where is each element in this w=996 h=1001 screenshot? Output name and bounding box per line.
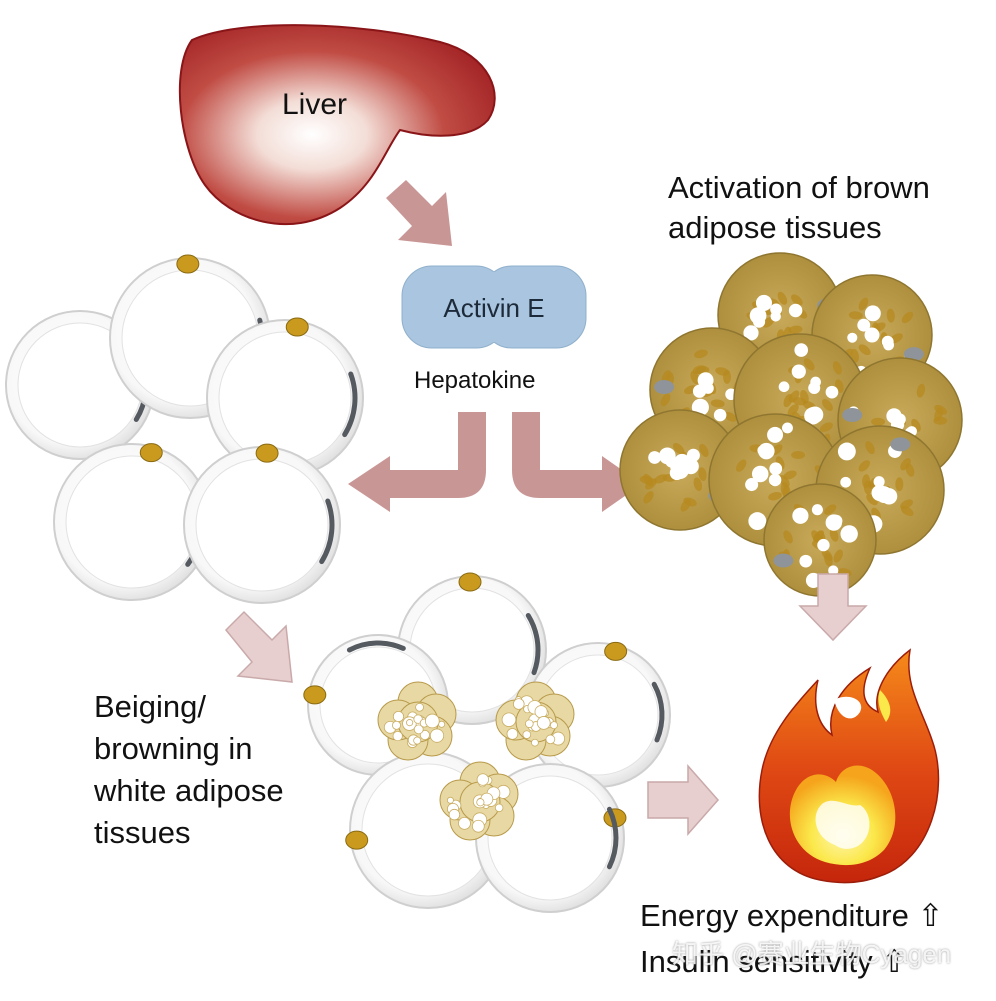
- liver-icon: [178, 24, 496, 225]
- brown-adipocyte-icon: [763, 483, 877, 597]
- activin-dimer-icon: [401, 265, 587, 349]
- brown-adipose-cluster: [619, 252, 963, 597]
- beiging-line-2: browning in: [94, 731, 253, 766]
- activin-label: Activin E: [443, 293, 545, 323]
- arrow-brown-to-flame: [798, 573, 868, 642]
- white-adipocyte-icon: [53, 443, 211, 601]
- hepatokine-label: Hepatokine: [414, 367, 536, 394]
- arrow-beige-to-flame: [647, 764, 720, 836]
- insulin-sensitivity-label: Insulin sensitivity ⇧: [640, 944, 908, 979]
- beige-adipocyte-icon: [439, 761, 519, 841]
- arrow-white-to-beige: [224, 610, 293, 683]
- brown-activation-line-1: Activation of brown: [668, 170, 930, 205]
- white-adipocyte-icon: [183, 443, 341, 604]
- arrow-liver-to-activin: [386, 180, 452, 246]
- beiging-label: Beiging/ browning in white adipose tissu…: [94, 686, 354, 854]
- white-adipocyte-icon: [206, 317, 364, 477]
- beige-adipocyte-icon: [377, 681, 457, 761]
- beiging-line-1: Beiging/: [94, 689, 207, 724]
- brown-adipocyte-icon: [619, 409, 741, 531]
- brown-activation-line-2: adipose tissues: [668, 210, 882, 245]
- liver-label: Liver: [282, 88, 348, 121]
- arrow-to-brown-fat: [512, 412, 642, 512]
- beiging-line-4: tissues: [94, 815, 191, 850]
- beige-adipose-cluster: [303, 572, 671, 913]
- flame-icon: [758, 648, 940, 884]
- watermark: 知乎 @赛业生物Cyagen: [672, 939, 952, 969]
- beiging-line-3: white adipose: [94, 773, 284, 808]
- arrow-to-white-fat: [348, 412, 486, 512]
- energy-expenditure-label: Energy expenditure ⇧: [640, 898, 944, 933]
- beige-adipocyte-icon: [495, 681, 575, 761]
- white-adipose-cluster: [5, 254, 364, 604]
- brown-activation-label: Activation of brown adipose tissues: [668, 168, 988, 248]
